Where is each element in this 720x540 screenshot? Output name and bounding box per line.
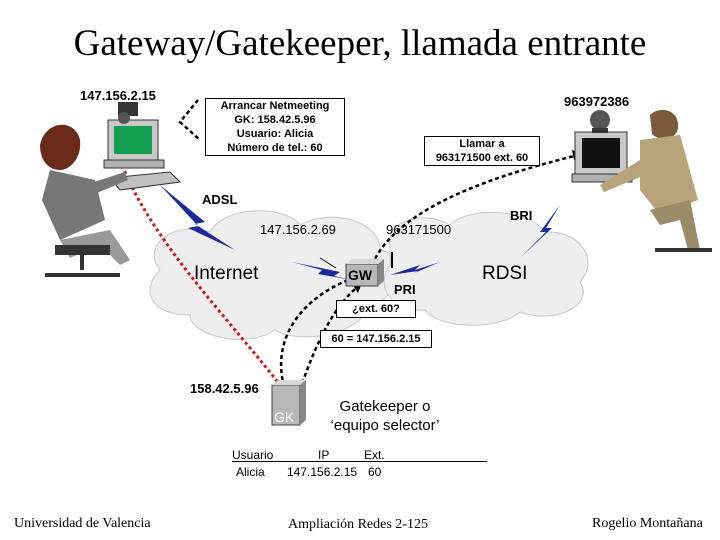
left-user-illustration [40, 102, 182, 277]
right-user-illustration [571, 109, 712, 252]
footer-right: Rogelio Montañana [592, 516, 703, 531]
right-number-label: 963972386 [564, 94, 630, 109]
adsl-label: ADSL [202, 192, 238, 207]
gk-description-line: ‘equipo selector’ [330, 417, 440, 434]
ip-leader [319, 257, 337, 269]
table-header-ext: Ext. [364, 448, 385, 462]
message-box-right: Llamar a 963171500 ext. 60 [424, 136, 540, 166]
adsl-lightning [160, 185, 235, 250]
footer-left: Universidad de Valencia [14, 516, 151, 531]
gk-label: GK [274, 409, 295, 425]
gw-number-label: 963171500 [386, 222, 452, 237]
gw-ip-label: 147.156.2.69 [260, 222, 336, 237]
gk-box [271, 380, 306, 426]
footer-center: Ampliación Redes 2-125 [288, 517, 428, 532]
message-line: Llamar a [459, 138, 505, 150]
rdsi-cloud [383, 211, 589, 326]
left-ip-label: 147.156.2.15 [80, 88, 156, 103]
black-dashed-arrows [178, 99, 579, 391]
message-box-left: Arrancar Netmeeting GK: 158.42.5.96 Usua… [205, 98, 345, 156]
message-line: Número de tel.: 60 [227, 142, 323, 154]
gw-internet-lightning [292, 262, 352, 280]
gk-description-line: Gatekeeper o [339, 398, 431, 415]
gw-box [345, 259, 384, 287]
message-line: 963171500 ext. 60 [435, 152, 529, 164]
pri-label: PRI [394, 282, 416, 297]
gk-ip-label: 158.42.5.96 [190, 381, 259, 396]
bri-label: BRI [510, 208, 533, 223]
message-line: GK: 158.42.5.96 [234, 114, 316, 126]
table-divider [232, 461, 487, 462]
gw-label: GW [348, 267, 373, 283]
internet-label: Internet [194, 263, 259, 284]
table-cell-user: Alicia [236, 465, 265, 479]
page-title: Gateway/Gatekeeper, llamada entrante [73, 23, 647, 64]
gw-rdsi-lightning [390, 262, 440, 275]
table-cell-ip: 147.156.2.15 [287, 465, 358, 479]
message-line: Arrancar Netmeeting [220, 100, 330, 112]
red-dotted-path [118, 159, 282, 386]
rdsi-label: RDSI [482, 263, 528, 284]
message-line: Usuario: Alicia [236, 128, 314, 140]
table-header-ip: IP [318, 448, 330, 462]
query-box: ¿ext. 60? [336, 300, 416, 318]
gk-description: Gatekeeper o ‘equipo selector’ [320, 397, 450, 435]
answer-box: 60 = 147.156.2.15 [320, 330, 432, 348]
table-header-usuario: Usuario [232, 448, 274, 462]
table-cell-ext: 60 [368, 465, 382, 479]
